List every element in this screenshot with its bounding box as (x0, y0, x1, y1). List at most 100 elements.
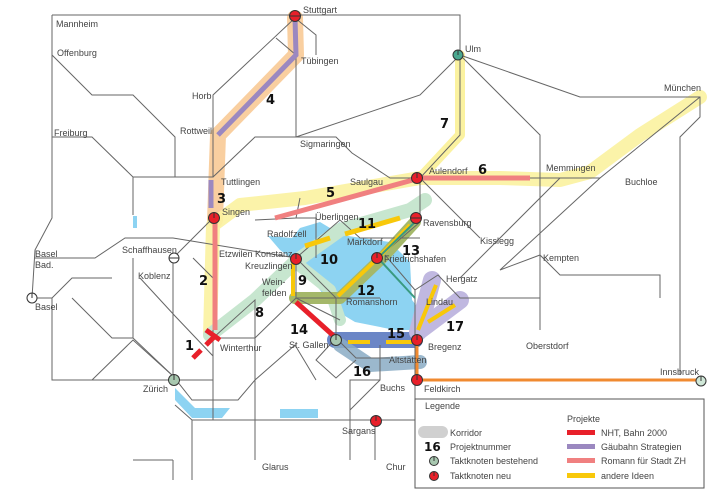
corridor-4 (207, 10, 304, 228)
project-number-8: 8 (255, 306, 264, 321)
legend-swatch-andere (567, 473, 595, 478)
node-friedrichshafen[interactable] (371, 252, 383, 264)
label-zuerich: Zürich (143, 384, 168, 394)
label-lindau: Lindau (426, 297, 453, 307)
label-ulm: Ulm (465, 44, 481, 54)
label-horb: Horb (192, 91, 212, 101)
legend-label-nht: NHT, Bahn 2000 (601, 428, 667, 438)
project-number-13: 13 (402, 244, 420, 259)
label-innsbruck: Innsbruck (660, 367, 700, 377)
label-weinfelden-2: felden (262, 288, 287, 298)
label-tuebingen: Tübingen (301, 56, 339, 66)
project-number-4: 4 (266, 93, 275, 108)
legend-projects-title: Projekte (567, 414, 600, 424)
line-17-andere-a (416, 284, 438, 331)
label-offenburg: Offenburg (57, 48, 97, 58)
label-kisslegg: Kisslegg (480, 236, 514, 246)
label-saulgau: Saulgau (350, 177, 383, 187)
legend-number-sample: 16 (424, 440, 441, 454)
label-oberstdorf: Oberstdorf (526, 341, 569, 351)
label-kreuzlingen: Kreuzlingen (245, 261, 293, 271)
node-schaffhausen[interactable] (168, 252, 180, 264)
label-romanshorn: Romanshorn (346, 297, 398, 307)
project-number-12: 12 (357, 284, 375, 299)
project-number-2: 2 (199, 274, 208, 289)
corridor-8-green (203, 193, 432, 342)
project-number-16: 16 (353, 365, 371, 380)
label-ravensburg: Ravensburg (423, 218, 472, 228)
label-memmingen: Memmingen (546, 163, 596, 173)
node-bregenz[interactable] (411, 334, 423, 346)
legend-swatch-gaeubahn (567, 444, 595, 449)
line-1-nht (191, 327, 222, 360)
label-aulendorf: Aulendorf (429, 166, 468, 176)
city-labels: Stuttgart Mannheim Offenburg Tübingen Ul… (35, 5, 701, 472)
label-buchloe: Buchloe (625, 177, 658, 187)
lake-walensee (280, 409, 318, 418)
line-13-teal (377, 221, 416, 299)
label-hergatz: Hergatz (446, 274, 478, 284)
label-markdorf: Markdorf (347, 237, 383, 247)
node-zuerich[interactable] (168, 374, 180, 386)
project-number-3: 3 (217, 192, 226, 207)
project-number-5: 5 (326, 186, 335, 201)
label-stuttgart: Stuttgart (303, 5, 338, 15)
legend-node-existing-label: Taktknoten bestehend (450, 456, 538, 466)
label-friedrichshafen: Friedrichshafen (384, 254, 446, 264)
line-5-romann (274, 175, 421, 221)
node-sargans[interactable] (370, 415, 382, 427)
project-numbers: 1 2 3 4 5 6 7 8 9 10 11 12 13 14 15 16 1… (185, 93, 487, 380)
label-st-gallen: St. Gallen (289, 340, 329, 350)
node-aulendorf[interactable] (411, 172, 423, 184)
project-number-9: 9 (298, 274, 307, 289)
lake-small (133, 216, 137, 228)
label-bregenz: Bregenz (428, 342, 462, 352)
node-singen[interactable] (208, 212, 220, 224)
line-11-andere (344, 215, 401, 237)
node-ravensburg[interactable] (410, 212, 422, 224)
legend-number-label: Projektnummer (450, 442, 511, 452)
project-number-15: 15 (387, 327, 405, 342)
label-etzwilen-konstanz: Etzwilen Konstanz (219, 249, 293, 259)
legend-label-romann: Romann für Stadt ZH (601, 456, 686, 466)
lake-zuerichsee (175, 388, 230, 418)
label-kempten: Kempten (543, 253, 579, 263)
line-4-gaeubahn (216, 17, 299, 137)
node-feldkirch[interactable] (411, 374, 423, 386)
line-14-nht (294, 300, 338, 340)
node-konstanz[interactable] (290, 253, 302, 265)
line-10-andere (304, 235, 331, 249)
node-innsbruck[interactable] (695, 375, 707, 387)
node-st-gallen[interactable] (330, 334, 342, 346)
line-17-andere-b (426, 303, 457, 324)
label-freiburg: Freiburg (54, 128, 88, 138)
project-number-17: 17 (446, 320, 464, 335)
label-schaffhausen: Schaffhausen (122, 245, 177, 255)
legend-label-gaeubahn: Gäubahn Strategien (601, 442, 682, 452)
project-number-10: 10 (320, 253, 338, 268)
label-radolfzell: Radolfzell (267, 229, 307, 239)
legend: Legende Projekte Korridor 16 Projektnumm… (414, 398, 705, 489)
legend-swatch-romann (567, 458, 595, 463)
project-number-6: 6 (478, 163, 487, 178)
legend-node-new-label: Taktknoten neu (450, 471, 511, 481)
label-winterthur: Winterthur (220, 343, 262, 353)
label-basel-bad-2: Bad. (35, 260, 54, 270)
node-basel[interactable] (26, 292, 38, 304)
node-stuttgart[interactable] (289, 10, 301, 22)
legend-node-existing-icon (429, 456, 439, 466)
legend-label-andere: andere Ideen (601, 471, 654, 481)
label-koblenz: Koblenz (138, 271, 171, 281)
label-rottweil: Rottweil (180, 126, 212, 136)
project-number-1: 1 (185, 339, 194, 354)
label-muenchen: München (664, 83, 701, 93)
label-glarus: Glarus (262, 462, 289, 472)
label-altstaetten: Altstätten (389, 355, 427, 365)
label-basel: Basel (35, 302, 58, 312)
label-feldkirch: Feldkirch (424, 384, 461, 394)
nodes (26, 10, 707, 427)
label-ueberlingen: Überlingen (315, 212, 359, 222)
label-basel-bad-1: Basel (35, 249, 58, 259)
node-ulm[interactable] (452, 49, 464, 61)
